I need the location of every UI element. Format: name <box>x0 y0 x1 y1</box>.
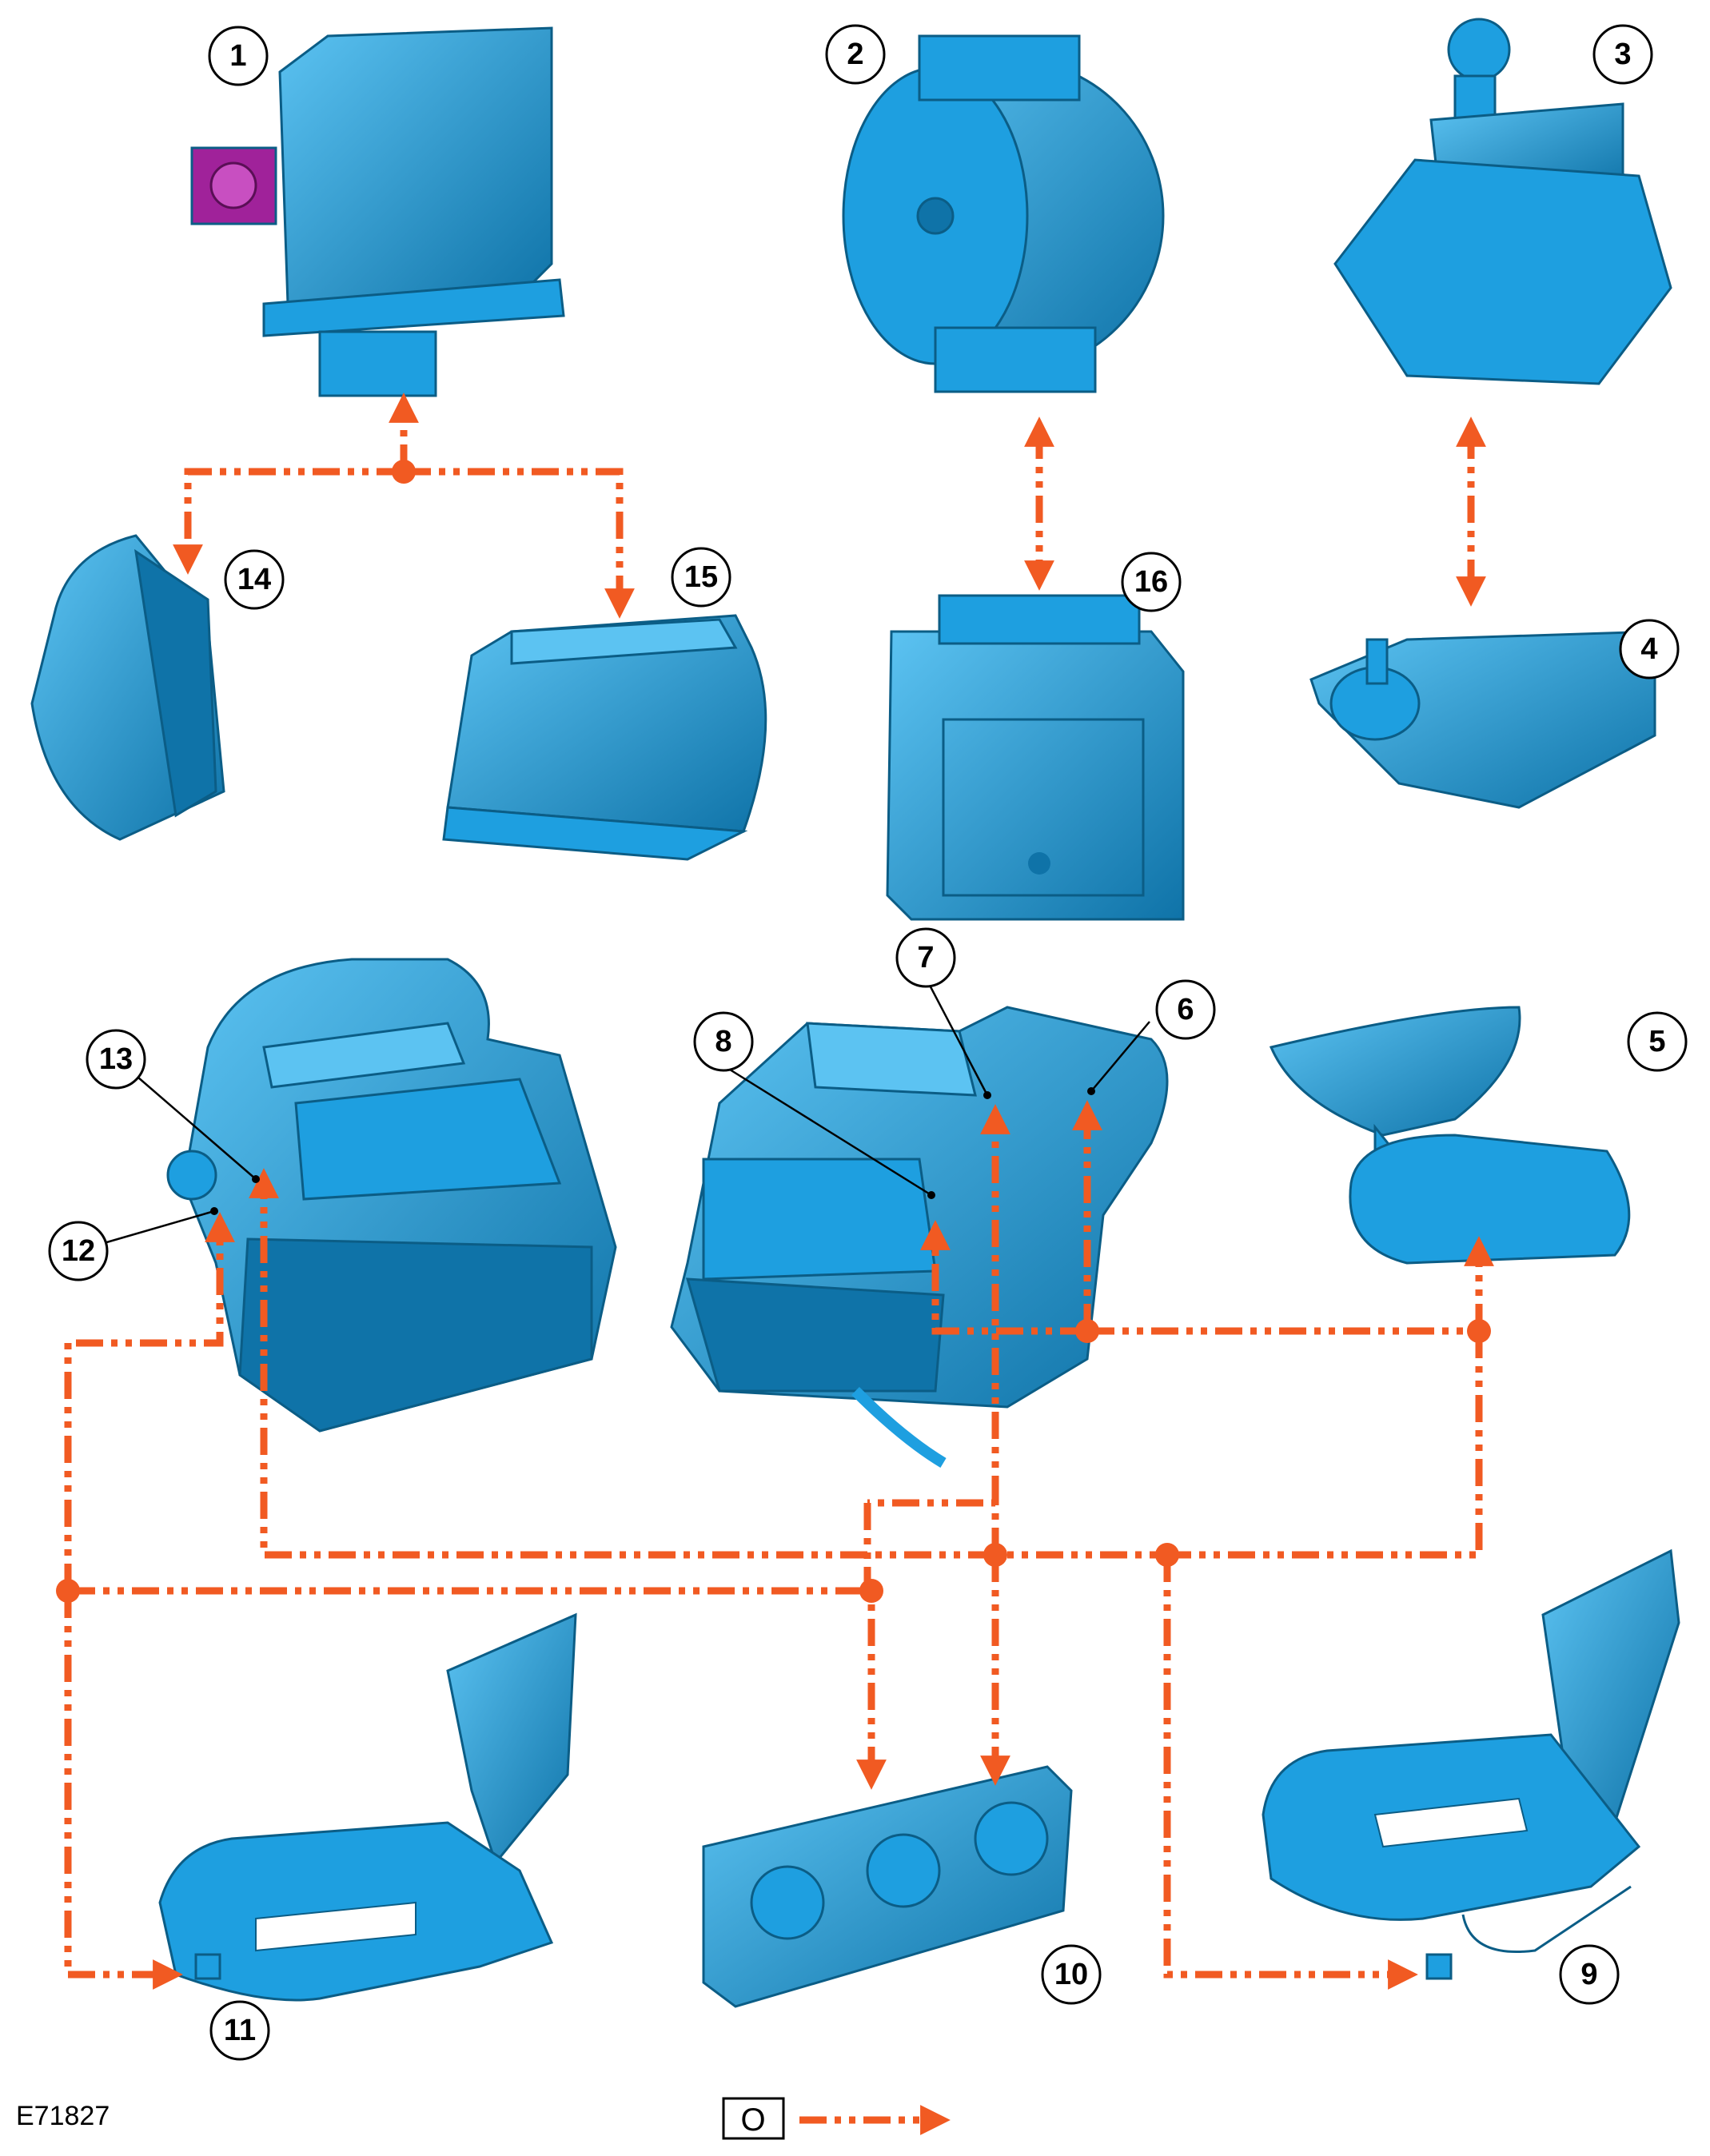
svg-text:15: 15 <box>684 560 718 594</box>
component-9-right-seat <box>1262 1548 1680 1980</box>
component-5-interior-mirror <box>1269 1006 1631 1265</box>
callout-4: 4 <box>1619 619 1680 679</box>
component-15-right-headlamp <box>442 614 767 861</box>
svg-text:2: 2 <box>847 38 863 71</box>
component-10-climate-control-panel <box>702 1765 1073 2008</box>
junction-node <box>859 1579 883 1603</box>
svg-text:1: 1 <box>229 39 246 73</box>
legend-key-label: O <box>740 2102 765 2138</box>
svg-text:10: 10 <box>1054 1958 1088 1991</box>
junction-node <box>392 460 416 484</box>
component-1-control-module <box>190 26 565 397</box>
callout-7: 7 <box>895 927 956 988</box>
junction-node <box>56 1579 80 1603</box>
legend-key-box <box>722 2097 785 2140</box>
svg-text:12: 12 <box>62 1234 95 1268</box>
svg-text:7: 7 <box>917 941 934 974</box>
link-7 <box>867 1499 999 1555</box>
component-2-alternator <box>842 34 1165 393</box>
callout-13: 13 <box>86 1029 146 1090</box>
svg-text:8: 8 <box>715 1025 731 1058</box>
callout-1: 1 <box>208 26 269 86</box>
svg-text:6: 6 <box>1177 993 1194 1026</box>
callout-11: 11 <box>209 2000 270 2061</box>
link-12 <box>64 1212 235 1591</box>
callout-2: 2 <box>825 24 886 85</box>
svg-text:11: 11 <box>224 2014 256 2047</box>
svg-text:14: 14 <box>237 563 271 596</box>
link-5-down <box>995 1331 1483 1559</box>
link-8 <box>920 1220 1087 1335</box>
component-4-transmission-control-module <box>1309 630 1656 809</box>
callout-10: 10 <box>1041 1944 1102 2005</box>
network-lines <box>56 393 1494 1990</box>
svg-text:4: 4 <box>1640 632 1657 666</box>
callout-3: 3 <box>1592 24 1653 85</box>
component-hvac-assembly-right <box>670 1006 1169 1469</box>
link-bottom-middle <box>249 1168 995 1559</box>
svg-text:5: 5 <box>1648 1025 1665 1058</box>
callout-16: 16 <box>1121 552 1182 612</box>
callout-5: 5 <box>1627 1011 1688 1072</box>
link-14 <box>173 468 404 575</box>
callout-8: 8 <box>693 1011 754 1072</box>
junction-node <box>1467 1319 1491 1343</box>
svg-text:9: 9 <box>1580 1958 1597 1991</box>
junction-node <box>1155 1543 1179 1567</box>
component-3-gear-selector <box>1333 18 1672 385</box>
leader-lines <box>103 977 1150 1245</box>
legend: O <box>722 2097 951 2140</box>
svg-text:16: 16 <box>1134 565 1168 599</box>
callout-9: 9 <box>1559 1944 1620 2005</box>
callout-12: 12 <box>48 1221 109 1281</box>
link-15 <box>404 468 635 619</box>
callout-14: 14 <box>224 549 285 610</box>
link-11 <box>64 1591 183 1990</box>
component-16-engine-control-module <box>886 594 1185 921</box>
link-9 <box>1163 1555 1418 1990</box>
callout-6: 6 <box>1155 979 1216 1040</box>
callout-15: 15 <box>671 547 731 608</box>
component-hvac-assembly-left <box>166 958 617 1433</box>
junction-node <box>1075 1319 1099 1343</box>
svg-text:13: 13 <box>99 1042 133 1076</box>
component-11-left-seat <box>158 1612 577 2002</box>
svg-text:3: 3 <box>1614 38 1631 71</box>
figure-id: E71827 <box>16 2101 110 2131</box>
component-14-left-headlamp <box>30 534 225 841</box>
junction-node <box>983 1543 1007 1567</box>
